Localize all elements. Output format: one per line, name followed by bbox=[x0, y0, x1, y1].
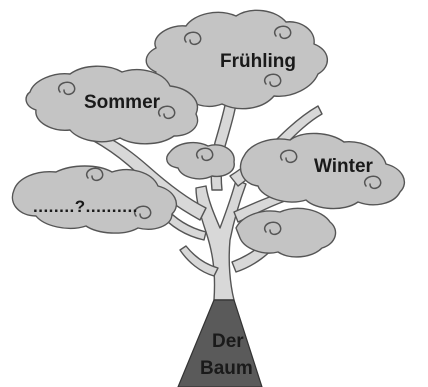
label-winter: Winter bbox=[314, 157, 373, 176]
label-blank-fill-in: ........?.......... bbox=[33, 198, 138, 215]
label-spring: Frühling bbox=[220, 52, 296, 71]
label-trunk-baum: Baum bbox=[200, 359, 253, 378]
canopy-small-right bbox=[236, 208, 336, 257]
label-trunk-der: Der bbox=[212, 332, 244, 351]
label-summer: Sommer bbox=[84, 93, 160, 112]
canopy-small-center bbox=[167, 143, 234, 179]
